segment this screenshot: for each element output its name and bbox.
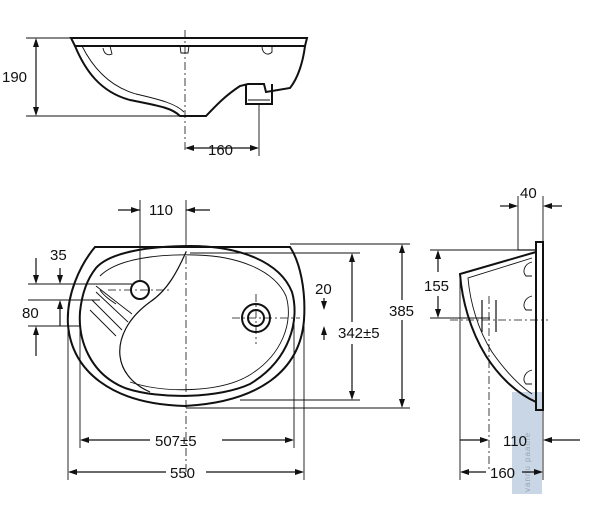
label-35: 35 bbox=[50, 247, 67, 264]
basin-profile bbox=[74, 45, 306, 117]
label-160-top: 160 bbox=[208, 142, 233, 159]
side-profile-inner bbox=[467, 257, 533, 395]
rim-hole-right bbox=[261, 45, 273, 55]
overflow-slot bbox=[99, 289, 117, 305]
basin-outline bbox=[66, 246, 306, 408]
label-342: 342±5 bbox=[338, 325, 380, 342]
label-110-side: 110 bbox=[503, 433, 527, 450]
drain-spigot bbox=[245, 84, 273, 105]
label-155: 155 bbox=[424, 278, 449, 295]
profile-view: 190 160 bbox=[2, 30, 309, 159]
side-hole-top bbox=[523, 261, 533, 277]
side-hole-middle bbox=[523, 295, 533, 311]
soap-tray-ribs bbox=[89, 285, 133, 337]
side-drain bbox=[481, 300, 497, 332]
watermark-text: vannu paaule bbox=[523, 432, 532, 492]
side-view: vannu paaule 40 155 bbox=[424, 185, 580, 494]
basin-inner-contour bbox=[99, 254, 289, 391]
basin-inner-line bbox=[81, 45, 185, 113]
label-20: 20 bbox=[315, 281, 332, 298]
side-profile bbox=[458, 251, 537, 403]
label-550: 550 bbox=[170, 465, 195, 482]
wall-plate bbox=[535, 241, 544, 411]
basin-bowl bbox=[78, 244, 296, 397]
label-507: 507±5 bbox=[155, 433, 197, 450]
label-190: 190 bbox=[2, 69, 27, 86]
rim-hole-center bbox=[179, 45, 190, 54]
soap-tray-curve bbox=[119, 251, 187, 393]
side-hole-bottom bbox=[523, 369, 533, 385]
rim-hole-left bbox=[102, 45, 113, 56]
label-40: 40 bbox=[520, 185, 537, 202]
label-80: 80 bbox=[22, 305, 39, 322]
plan-view: 110 35 80 20 342±5 38 bbox=[22, 200, 414, 482]
label-385: 385 bbox=[389, 303, 414, 320]
label-110-tap: 110 bbox=[149, 202, 173, 219]
label-160-side: 160 bbox=[490, 465, 515, 482]
basin-rim bbox=[69, 37, 309, 47]
